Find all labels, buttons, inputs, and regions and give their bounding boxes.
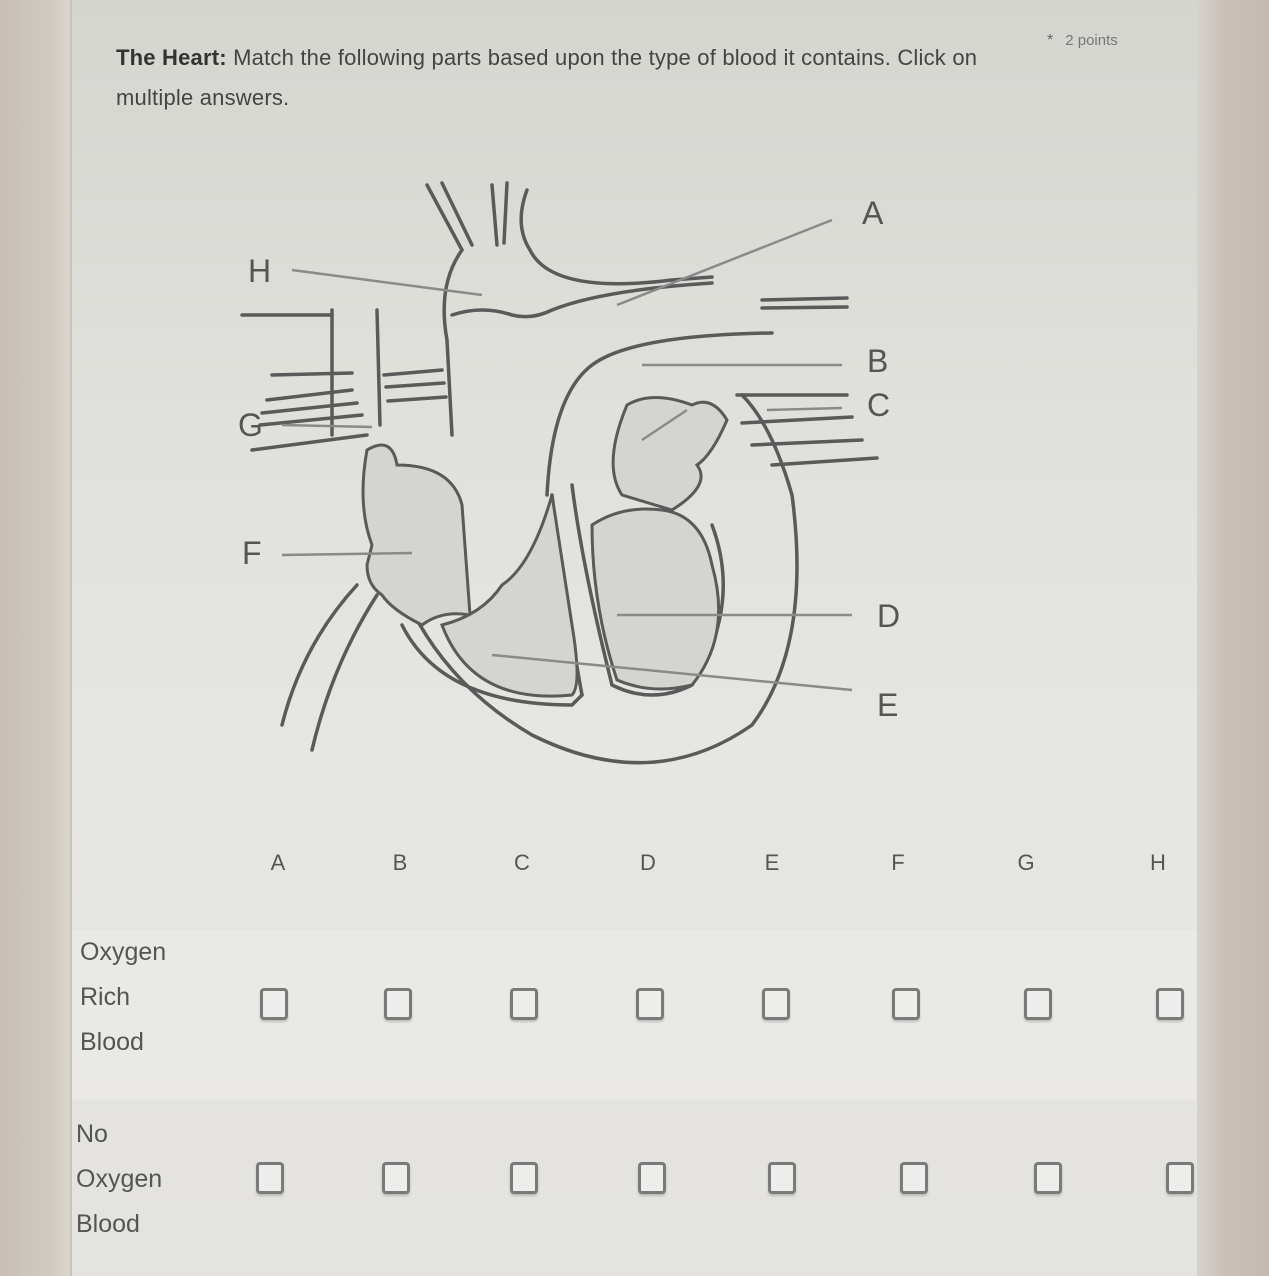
column-header-e: E	[764, 850, 780, 875]
diagram-label-a: A	[862, 195, 884, 231]
diagram-label-h: H	[248, 253, 272, 289]
checkbox-oxygen-rich-e[interactable]	[762, 988, 790, 1020]
question-card: The Heart: Match the following parts bas…	[72, 0, 1197, 1276]
row-label-no-oxygen: No Oxygen Blood	[76, 1112, 162, 1247]
heart-diagram: H G F A B C D E	[152, 165, 932, 785]
checkbox-oxygen-rich-b[interactable]	[384, 988, 412, 1020]
diagram-label-b: B	[867, 343, 889, 379]
column-header-a: A	[270, 850, 286, 875]
checkbox-no-oxygen-d[interactable]	[638, 1162, 666, 1194]
row-label-line: Blood	[80, 1028, 144, 1056]
checkbox-no-oxygen-g[interactable]	[1034, 1162, 1062, 1194]
checkbox-oxygen-rich-h[interactable]	[1156, 988, 1184, 1020]
row-label-line: Blood	[76, 1210, 140, 1238]
checkbox-no-oxygen-c[interactable]	[510, 1162, 538, 1194]
checkbox-no-oxygen-h[interactable]	[1166, 1162, 1194, 1194]
points-label: 2 points	[1065, 32, 1118, 49]
checkbox-oxygen-rich-a[interactable]	[260, 988, 288, 1020]
row-label-oxygen-rich: Oxygen Rich Blood	[80, 930, 166, 1065]
diagram-label-d: D	[877, 598, 901, 634]
question-title-text: Match the following parts based upon the…	[116, 45, 978, 110]
checkbox-oxygen-rich-c[interactable]	[510, 988, 538, 1020]
column-header-h: H	[1150, 850, 1166, 875]
points-indicator: * 2 points	[1047, 32, 1118, 50]
column-header-d: D	[640, 850, 656, 875]
checkbox-oxygen-rich-d[interactable]	[636, 988, 664, 1020]
grid-row-no-oxygen: No Oxygen Blood	[72, 1102, 1197, 1272]
background-edge-right	[1194, 0, 1269, 1276]
question-title-bold: The Heart:	[116, 45, 227, 70]
diagram-label-g: G	[238, 407, 263, 443]
column-header-f: F	[891, 850, 905, 875]
column-header-c: C	[514, 850, 530, 875]
grid-row-oxygen-rich: Oxygen Rich Blood	[72, 930, 1197, 1100]
diagram-label-e: E	[877, 687, 899, 723]
diagram-label-c: C	[867, 387, 891, 423]
checkbox-no-oxygen-f[interactable]	[900, 1162, 928, 1194]
row-label-line: No	[76, 1120, 108, 1148]
column-header-b: B	[392, 850, 408, 875]
row-label-line: Oxygen	[80, 938, 167, 966]
checkbox-no-oxygen-a[interactable]	[256, 1162, 284, 1194]
checkbox-no-oxygen-e[interactable]	[768, 1162, 796, 1194]
background-edge-left	[0, 0, 70, 1276]
heart-illustration	[240, 181, 879, 765]
checkbox-oxygen-rich-g[interactable]	[1024, 988, 1052, 1020]
column-header-g: G	[1017, 850, 1035, 875]
row-label-line: Oxygen	[76, 1165, 163, 1193]
question-title: The Heart: Match the following parts bas…	[116, 38, 986, 118]
required-asterisk: *	[1047, 32, 1054, 49]
checkbox-oxygen-rich-f[interactable]	[892, 988, 920, 1020]
checkbox-no-oxygen-b[interactable]	[382, 1162, 410, 1194]
diagram-label-f: F	[242, 535, 262, 571]
row-label-line: Rich	[80, 983, 131, 1011]
